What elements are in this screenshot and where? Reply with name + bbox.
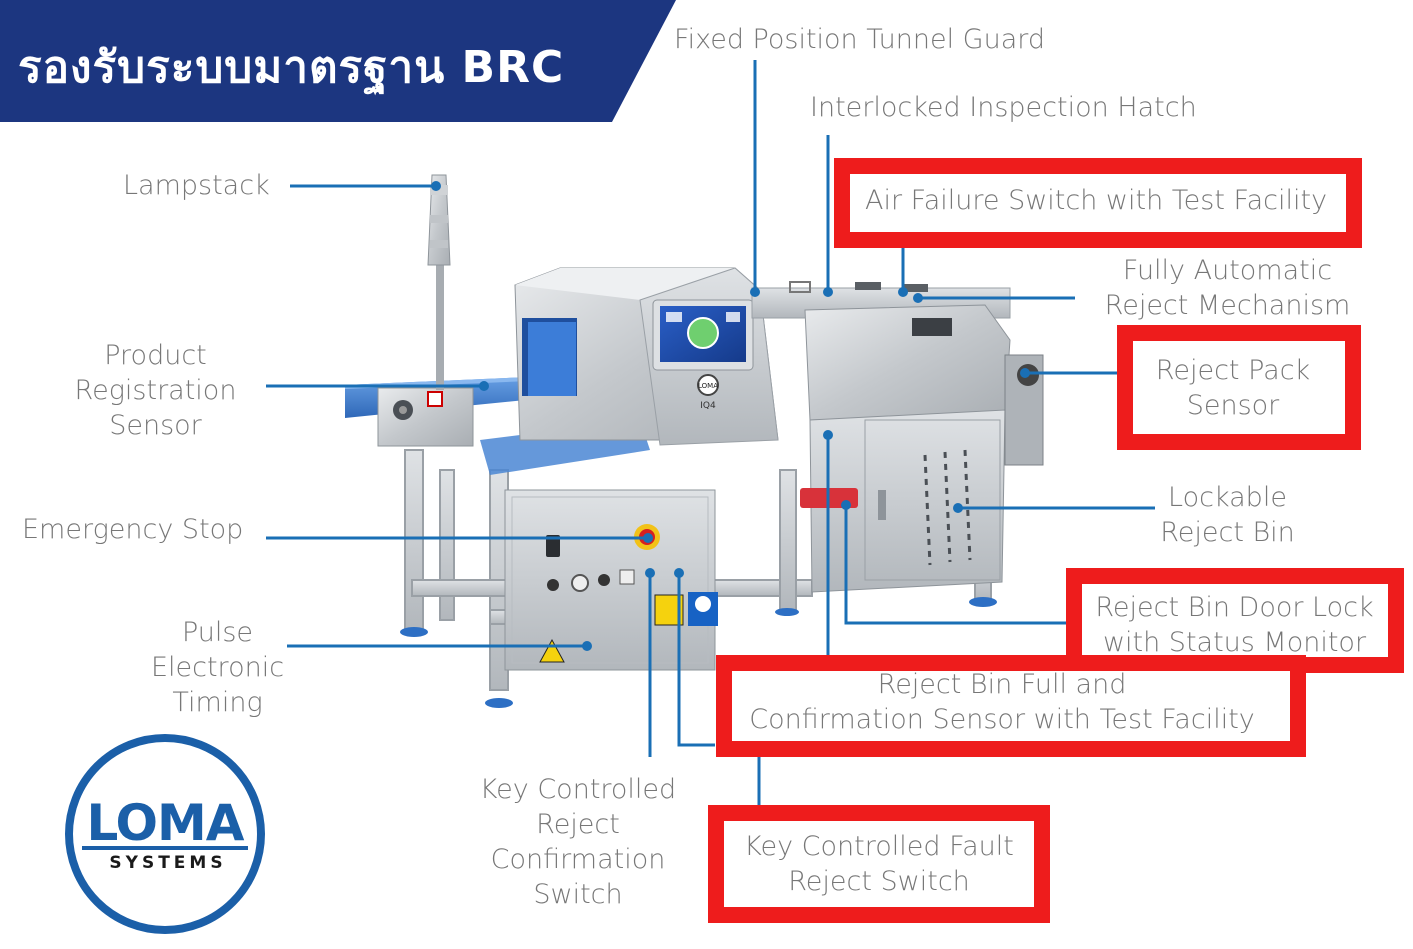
panel-badge: LOMA (698, 382, 718, 390)
panel-model: IQ4 (700, 401, 716, 411)
label-emergency-stop: Emergency Stop (22, 514, 244, 545)
highlight-box-fault-switch (708, 805, 1050, 923)
loma-logo: LOMA SYSTEMS (65, 734, 265, 934)
highlight-box-bin-full (716, 655, 1306, 757)
machine-feet (400, 597, 997, 708)
label-inspection-hatch: Interlocked Inspection Hatch (810, 92, 1197, 123)
label-air-failure: Air Failure Switch with Test Facility (865, 185, 1328, 216)
label-tunnel-guard: Fixed Position Tunnel Guard (674, 24, 1046, 55)
reject-unit (751, 281, 1044, 593)
logo-sub: SYSTEMS (109, 853, 226, 873)
highlight-box-air-failure (834, 158, 1362, 248)
detector-head (514, 267, 779, 446)
logo-word: LOMA (86, 794, 244, 852)
control-box (504, 489, 718, 671)
label-lampstack: Lampstack (123, 170, 270, 201)
lampstack-graphic (427, 174, 451, 390)
highlight-box-reject-pack (1117, 325, 1361, 450)
title-banner (0, 0, 676, 122)
leader-lines (266, 60, 1155, 810)
banner-title: รองรับระบบมาตรฐาน BRC (18, 42, 565, 93)
leader-dots (431, 181, 1030, 651)
